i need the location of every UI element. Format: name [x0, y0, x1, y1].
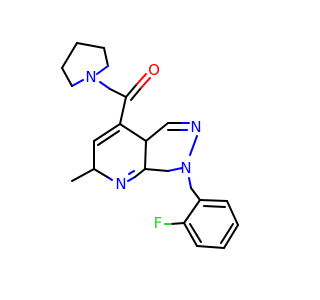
- bond: [170, 222, 185, 225]
- bond: [223, 224, 239, 249]
- pyridine-ring: [71, 123, 147, 182]
- bond: [199, 199, 228, 202]
- bond: [71, 79, 84, 87]
- bond: [108, 177, 113, 181]
- bond: [188, 177, 192, 189]
- fluorophenyl-ring: [164, 199, 239, 249]
- bond: [76, 42, 105, 49]
- bond: [125, 83, 138, 98]
- bond: [97, 130, 120, 146]
- bond: [71, 168, 95, 182]
- bond: [144, 140, 147, 170]
- bond: [103, 47, 109, 67]
- bond: [183, 199, 201, 224]
- bond: [61, 42, 78, 69]
- bond: [220, 223, 234, 244]
- oxygen-atom-label: O: [148, 61, 160, 79]
- pyrazole-nitrogen-2-label: N: [190, 118, 201, 136]
- bond: [93, 168, 110, 179]
- carbonyl-group: [99, 73, 151, 125]
- pyrrolidine-nitrogen-label: N: [85, 68, 96, 86]
- bond: [127, 176, 136, 182]
- molecule-diagram: O N N N N F: [61, 42, 239, 249]
- bond: [183, 222, 198, 247]
- bond: [109, 88, 127, 98]
- fluorine-atom-label: F: [154, 214, 163, 232]
- bond: [203, 205, 226, 208]
- bond: [189, 223, 202, 243]
- bond: [140, 77, 151, 89]
- bond: [190, 187, 201, 201]
- bond: [189, 135, 198, 156]
- bond: [196, 245, 225, 249]
- bond: [119, 96, 127, 125]
- bond: [226, 200, 239, 226]
- bond: [119, 123, 147, 142]
- pyrazole-nitrogen-1-label: N: [180, 159, 191, 177]
- pyrrolidine-ring: [61, 42, 109, 87]
- bond: [96, 65, 109, 75]
- bond: [134, 168, 146, 178]
- bond: [61, 67, 73, 87]
- bond: [144, 168, 169, 172]
- bond: [130, 87, 142, 101]
- bond: [128, 170, 135, 175]
- pyrazole-ring: [144, 122, 198, 172]
- bond: [93, 123, 121, 142]
- bond: [136, 73, 147, 85]
- bond: [145, 122, 169, 142]
- bond: [99, 81, 111, 90]
- bond: [167, 167, 183, 172]
- pyridine-nitrogen-label: N: [115, 175, 126, 193]
